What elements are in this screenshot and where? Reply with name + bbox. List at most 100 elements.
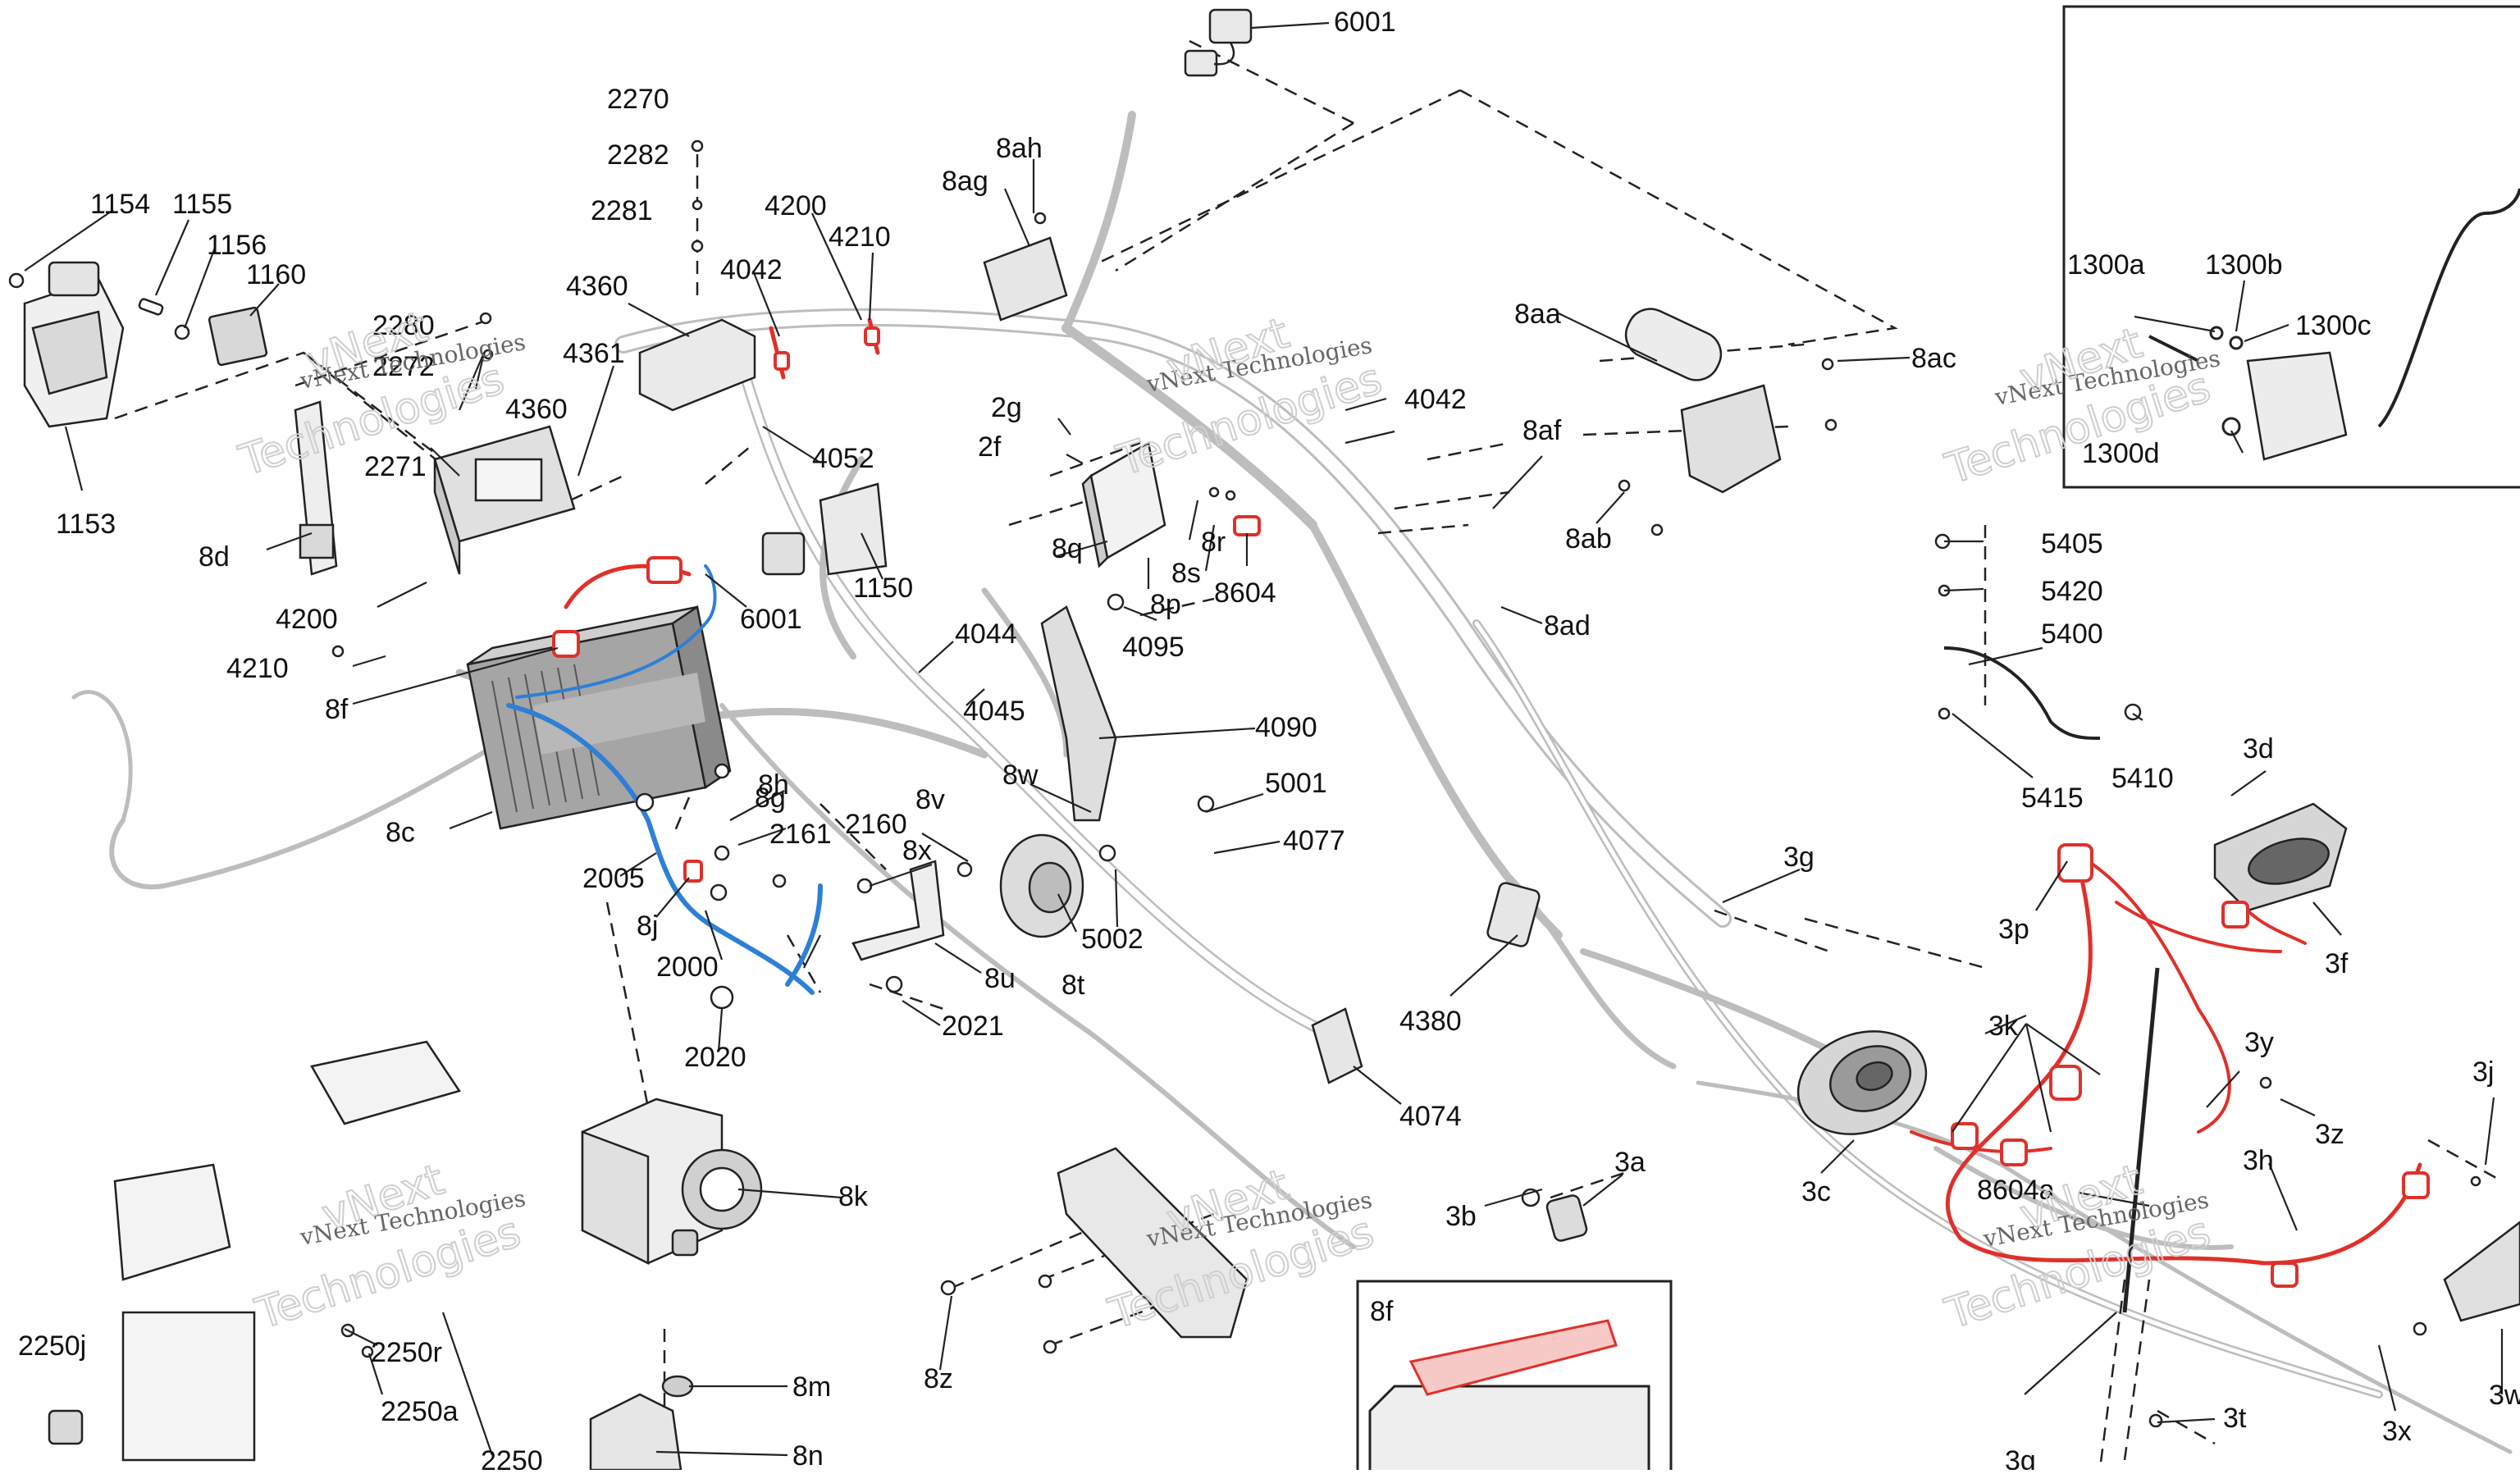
label: 4052 [812, 443, 874, 474]
inset-box-1300 [2062, 5, 2520, 489]
red-connectors [552, 326, 2430, 1288]
label: 8w [1002, 760, 1039, 791]
label: 3x [2382, 1416, 2412, 1447]
inset-box-battery-8f: 8f [1356, 1280, 1673, 1474]
label: 8ac [1911, 343, 1956, 374]
bolt-1155 [138, 298, 164, 316]
label: 8g [755, 783, 786, 814]
label: 1153 [56, 509, 116, 540]
label: 8x [902, 835, 932, 866]
label: 4074 [1399, 1101, 1462, 1132]
abs-module-8k [581, 1098, 763, 1266]
actuator-8aa [1624, 308, 1782, 494]
label: 8aa [1514, 299, 1561, 330]
label: 8c [386, 817, 415, 848]
blue-battery-cables [506, 564, 823, 995]
label: 8604a [1977, 1175, 2055, 1206]
pad-1160 [208, 306, 268, 367]
label: 6001 [1334, 7, 1396, 38]
label: 2160 [845, 809, 907, 840]
antenna-8604a [2122, 967, 2160, 1313]
label: 8p [1150, 589, 1181, 620]
label: 8v [915, 784, 945, 815]
module-1300d [2246, 351, 2348, 461]
label: 3p [1998, 914, 2029, 945]
label: 4042 [720, 254, 783, 285]
module-8ag [983, 236, 1068, 322]
label-leader-lines [24, 21, 2504, 1457]
label: 1300c [2295, 310, 2372, 341]
connector-4380 [1486, 882, 1541, 947]
callout-labels: 6001 2270 2282 2281 1154 1155 1156 1160 … [18, 7, 2520, 1474]
label: 8h [758, 769, 789, 801]
label: 1160 [246, 259, 306, 290]
label: 2270 [607, 84, 669, 115]
label: 4200 [276, 604, 338, 635]
label: 6001 [740, 604, 802, 635]
label: 8ah [996, 133, 1043, 164]
label: 3t [2223, 1403, 2247, 1434]
washer-1156 [174, 324, 190, 340]
label: 8s [1171, 558, 1201, 589]
label: 2282 [607, 139, 669, 171]
label: 5400 [2041, 618, 2103, 650]
label: 8ad [1544, 610, 1591, 641]
label: 4210 [226, 653, 289, 684]
label: 1155 [172, 189, 232, 220]
label: 8f [325, 694, 349, 725]
label: 4090 [1255, 712, 1317, 743]
label: 3w [2489, 1380, 2520, 1411]
label: 2250a [381, 1396, 459, 1427]
label: 3z [2315, 1119, 2344, 1150]
label: 2f [978, 431, 1002, 463]
components [23, 8, 2520, 1472]
label: 2021 [942, 1011, 1004, 1042]
label: 8604 [1214, 577, 1276, 609]
grommet-8m [661, 1375, 694, 1398]
label: 3d [2243, 733, 2274, 764]
label: 8t [1061, 970, 1085, 1001]
module-4360-top [638, 318, 756, 412]
label: 3f [2325, 948, 2349, 979]
bracket-8n [589, 1393, 682, 1472]
label: 8j [637, 910, 658, 942]
label: 1300b [2205, 249, 2283, 281]
bracket-assembly-8z [1057, 1147, 1249, 1339]
label: 3g [2005, 1445, 2036, 1470]
label: 8m [792, 1371, 831, 1403]
label: 3j [2472, 1056, 2494, 1088]
label: 5415 [2021, 783, 2084, 814]
inset-label: 8f [1370, 1296, 1394, 1327]
label: 1150 [853, 573, 913, 604]
label: 2005 [582, 863, 645, 894]
cable-5400 [1943, 646, 2101, 740]
fasteners [8, 139, 2481, 1428]
label: 2272 [372, 351, 435, 382]
label: 2280 [372, 310, 435, 341]
label: 4210 [829, 221, 891, 253]
connector-3a [1545, 1194, 1588, 1242]
label: 3c [1801, 1176, 1831, 1207]
label: 4042 [1404, 384, 1467, 415]
label: 4360 [505, 394, 568, 425]
bracket-assembly-2250 [48, 1040, 461, 1462]
label: 1156 [207, 230, 267, 261]
label: 8u [984, 963, 1016, 994]
label: 5001 [1265, 768, 1327, 799]
strap-8d [294, 400, 338, 576]
label: 8k [838, 1181, 869, 1212]
label: 8q [1052, 533, 1083, 564]
label: 4045 [963, 696, 1025, 727]
label: 2271 [364, 451, 427, 482]
label: 4044 [955, 618, 1017, 650]
label: 4380 [1399, 1006, 1462, 1037]
red-highlighted-wiring [564, 317, 2422, 1266]
label: 3h [2243, 1145, 2274, 1176]
bracket-8u [851, 860, 945, 961]
label: 8af [1522, 415, 1562, 446]
label: 1300a [2067, 249, 2145, 281]
main-wiring-harness [71, 111, 2513, 1454]
label: 5002 [1081, 924, 1144, 955]
label: 2281 [591, 195, 653, 226]
